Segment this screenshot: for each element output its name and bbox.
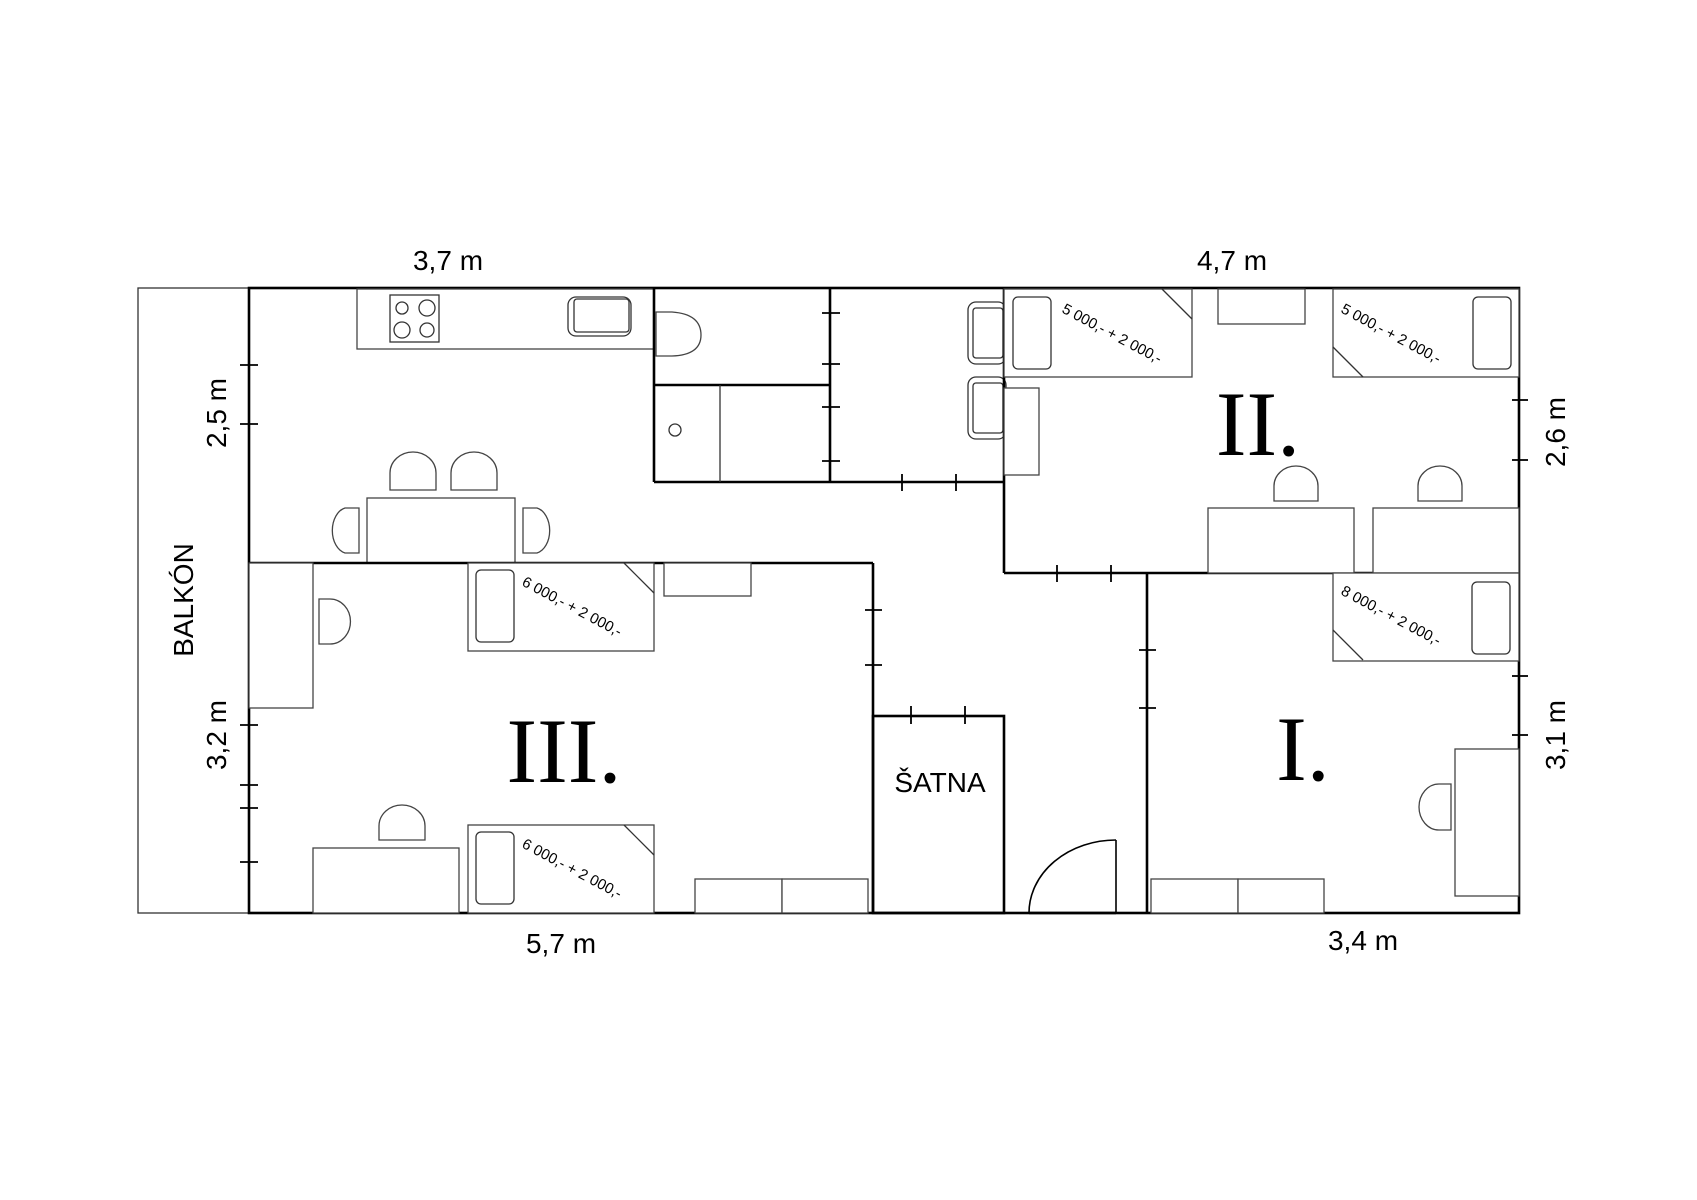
room-i: 8 000,- + 2 000,- I. bbox=[1139, 572, 1528, 914]
outer-wall bbox=[247, 286, 1521, 915]
dim-right-lower: 3,1 m bbox=[1540, 700, 1571, 770]
kitchen bbox=[331, 288, 655, 564]
sink-icon bbox=[567, 296, 632, 337]
chair-icon bbox=[1273, 465, 1319, 502]
toilet-icon bbox=[655, 311, 702, 357]
bed bbox=[467, 562, 655, 652]
chair-icon bbox=[389, 451, 437, 491]
wardrobe bbox=[248, 562, 314, 709]
bed bbox=[467, 824, 655, 914]
wardrobe-label: ŠATNA bbox=[894, 767, 986, 798]
washbasin-icon bbox=[967, 376, 1007, 440]
shelf bbox=[663, 562, 752, 597]
entrance-door bbox=[1028, 839, 1117, 915]
dim-bottom-left: 5,7 m bbox=[526, 928, 596, 959]
bed bbox=[1332, 572, 1520, 662]
dimensions: 3,7 m 4,7 m 5,7 m 3,4 m 2,5 m 3,2 m 2,6 … bbox=[201, 245, 1571, 959]
cabinet bbox=[1003, 387, 1040, 476]
chair-icon bbox=[331, 507, 360, 554]
pillow-icon bbox=[1471, 581, 1511, 655]
kitchen-counter bbox=[356, 288, 655, 350]
desk bbox=[312, 847, 460, 914]
bathroom bbox=[652, 288, 1007, 491]
dim-top-left: 3,7 m bbox=[413, 245, 483, 276]
washbasin-icon bbox=[967, 301, 1007, 365]
balcony: BALKÓN bbox=[137, 287, 250, 914]
dim-right-upper: 2,6 m bbox=[1540, 397, 1571, 467]
cabinet bbox=[694, 878, 783, 914]
cabinet bbox=[1150, 878, 1239, 914]
room-number: I. bbox=[1276, 698, 1330, 800]
dim-left-lower: 3,2 m bbox=[201, 700, 232, 770]
cabinet bbox=[1237, 878, 1325, 914]
room-ii: 5 000,- + 2 000,- 5 000,- + 2 000,- II. bbox=[1002, 288, 1528, 582]
dim-bottom-right: 3,4 m bbox=[1328, 925, 1398, 956]
room-number: II. bbox=[1216, 373, 1300, 475]
pillow-icon bbox=[1472, 296, 1512, 370]
bed bbox=[1332, 288, 1520, 378]
dining-table bbox=[366, 497, 516, 564]
chair-icon bbox=[378, 804, 426, 841]
pillow-icon bbox=[475, 831, 515, 905]
shelf bbox=[1217, 288, 1306, 325]
shower-drain-icon bbox=[668, 423, 682, 437]
room-number: III. bbox=[507, 700, 622, 802]
desk bbox=[1372, 507, 1520, 574]
chair-icon bbox=[1418, 783, 1452, 831]
desk bbox=[1454, 748, 1520, 897]
room-iii: 6 000,- + 2 000,- III. 6 000,- + 2 000,- bbox=[240, 364, 882, 914]
pillow-icon bbox=[475, 569, 515, 643]
chair-icon bbox=[450, 451, 498, 491]
bed bbox=[1003, 288, 1193, 378]
cabinet bbox=[781, 878, 869, 914]
dim-left-upper: 2,5 m bbox=[201, 378, 232, 448]
chair-icon bbox=[318, 598, 352, 645]
stove-icon bbox=[389, 294, 440, 343]
pillow-icon bbox=[1012, 296, 1052, 370]
balcony-label: BALKÓN bbox=[168, 543, 199, 657]
wardrobe-room: ŠATNA bbox=[871, 706, 1006, 915]
desk bbox=[1207, 507, 1355, 574]
dim-top-right: 4,7 m bbox=[1197, 245, 1267, 276]
chair-icon bbox=[1417, 465, 1463, 502]
chair-icon bbox=[522, 507, 551, 554]
